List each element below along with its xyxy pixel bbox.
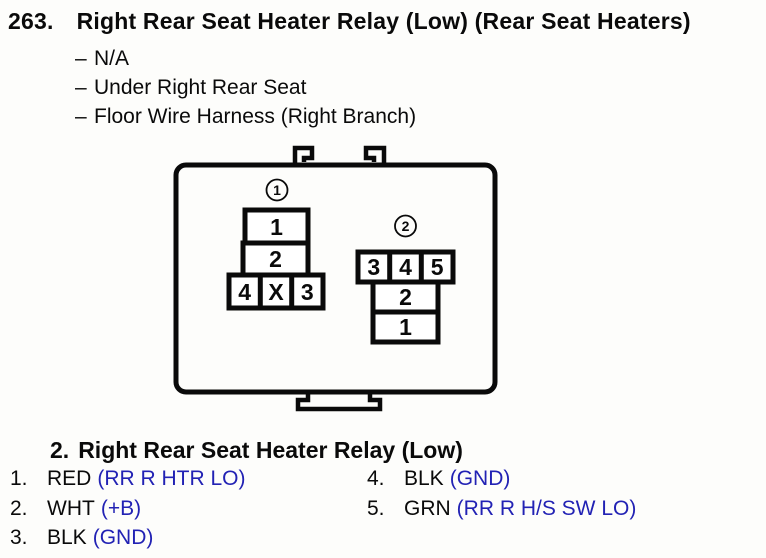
pin-row: 4. BLK (GND) bbox=[367, 464, 636, 494]
section-number: 263. bbox=[8, 8, 54, 34]
pin-row: 2. WHT (+B) bbox=[10, 494, 246, 524]
connector1-badge-number: 1 bbox=[273, 182, 281, 198]
top-right-tab bbox=[363, 145, 387, 167]
connector2-badge-circle bbox=[394, 214, 417, 238]
connector2-pin-label: 4 bbox=[399, 254, 412, 280]
pin-number: 4. bbox=[367, 467, 385, 490]
pin-list-left: 1. RED (RR R HTR LO) 2. WHT (+B) 3. BLK … bbox=[10, 464, 246, 553]
pin-row: 3. BLK (GND) bbox=[10, 523, 246, 553]
pin-row: 1. RED (RR R HTR LO) bbox=[10, 464, 246, 494]
bottom-tab bbox=[295, 393, 383, 412]
wire-signal: (RR R H/S SW LO) bbox=[456, 496, 637, 520]
connector-section-number: 2. bbox=[50, 437, 70, 463]
connector2-bottom-cavity bbox=[370, 309, 441, 345]
connector1-top-cavity bbox=[242, 207, 311, 246]
detail-text: Under Right Rear Seat bbox=[94, 76, 307, 99]
section-header: 263. Right Rear Seat Heater Relay (Low) … bbox=[8, 8, 691, 35]
detail-text: N/A bbox=[94, 47, 130, 70]
connector1-badge-circle bbox=[265, 178, 289, 202]
dash-bullet: – bbox=[75, 47, 87, 70]
wire-signal: (+B) bbox=[100, 496, 142, 520]
detail-list: – N/A – Under Right Rear Seat – Floor Wi… bbox=[75, 44, 416, 131]
connector-section-title: Right Rear Seat Heater Relay (Low) bbox=[78, 437, 463, 463]
wire-signal: (GND) bbox=[449, 467, 511, 490]
list-item: – Floor Wire Harness (Right Branch) bbox=[75, 102, 416, 131]
connector1-bottom-row bbox=[226, 272, 326, 311]
page-title: Right Rear Seat Heater Relay (Low) (Rear… bbox=[76, 8, 691, 34]
wire-signal: (GND) bbox=[92, 526, 154, 549]
connector2-badge-number: 2 bbox=[402, 218, 410, 234]
wire-color: BLK bbox=[404, 467, 444, 490]
connector1-pin-label: X bbox=[268, 279, 284, 305]
connector2-pin-label: 2 bbox=[399, 284, 412, 310]
wire-color: RED bbox=[47, 467, 92, 490]
pin-number: 5. bbox=[367, 496, 385, 520]
pin-row: 5. GRN (RR R H/S SW LO) bbox=[367, 494, 636, 524]
wire-color: GRN bbox=[404, 496, 451, 520]
dash-bullet: – bbox=[75, 105, 87, 128]
pin-number: 1. bbox=[10, 467, 28, 490]
list-item: – N/A bbox=[75, 44, 416, 73]
connector1-pin-label: 1 bbox=[270, 214, 283, 240]
connector2-pin-label: 1 bbox=[399, 314, 412, 340]
list-item: – Under Right Rear Seat bbox=[75, 73, 416, 102]
wire-signal: (RR R HTR LO) bbox=[97, 467, 246, 490]
connector2-pin-label: 5 bbox=[431, 254, 444, 280]
connector1-pin-label: 3 bbox=[301, 279, 314, 305]
pin-number: 2. bbox=[10, 496, 28, 520]
relay-body-outline bbox=[173, 162, 498, 395]
connector1-pin-label: 4 bbox=[238, 279, 251, 305]
top-left-tab bbox=[292, 145, 315, 167]
pin-number: 3. bbox=[10, 526, 28, 549]
connector2-top-row bbox=[355, 249, 456, 285]
connector-section-header: 2. Right Rear Seat Heater Relay (Low) bbox=[50, 437, 463, 464]
connector1-pin-label: 2 bbox=[269, 246, 282, 272]
detail-text: Floor Wire Harness (Right Branch) bbox=[94, 105, 417, 128]
wire-color: BLK bbox=[47, 526, 87, 549]
wire-color: WHT bbox=[47, 496, 95, 520]
relay-diagram: 1 1 2 4 X 3 2 3 4 5 2 1 bbox=[173, 145, 498, 412]
pin-list-right: 4. BLK (GND) 5. GRN (RR R H/S SW LO) bbox=[367, 464, 636, 523]
dash-bullet: – bbox=[75, 76, 87, 99]
connector2-pin-label: 3 bbox=[367, 254, 380, 280]
